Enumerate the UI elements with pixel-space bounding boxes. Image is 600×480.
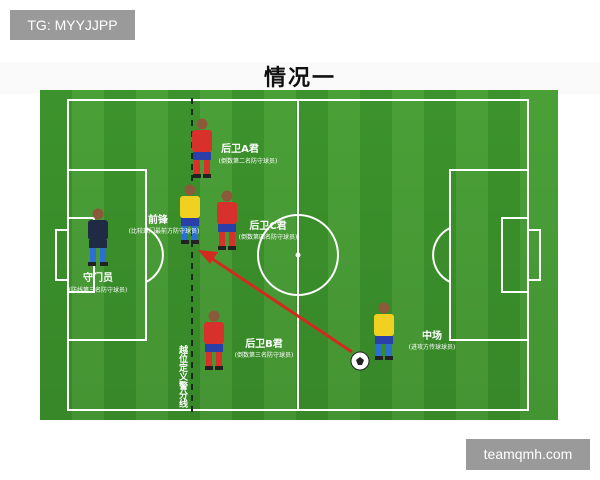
title-band xyxy=(0,62,600,94)
player-back-a xyxy=(192,118,212,178)
goalkeeper-note: (防线第三名防守球员) xyxy=(69,286,128,294)
watermark-bottom: teamqmh.com xyxy=(466,439,590,470)
goalkeeper-label: 守门员 xyxy=(83,271,113,284)
player-back-c xyxy=(217,190,237,250)
back-b-note: (倒数第三名防守球员) xyxy=(235,351,294,359)
offside-line-label: 越位定义警分线 xyxy=(177,344,189,409)
back-a-label: 后卫A君 xyxy=(221,142,259,155)
player-forward xyxy=(180,184,200,244)
player-goalkeeper xyxy=(88,208,108,266)
back-b-label: 后卫B君 xyxy=(245,337,283,350)
pass-arrow xyxy=(198,250,353,354)
back-c-note: (倒数第四名防守球员) xyxy=(239,233,298,241)
center-spot xyxy=(295,252,301,258)
football-pitch: 越位定义警分线 守门员 (防线第三名防守球员) 前锋 (比较球门最前方防守球员) xyxy=(40,90,558,420)
player-back-b xyxy=(204,310,224,370)
football-ball xyxy=(350,351,370,371)
watermark-top: TG: MYYJJPP xyxy=(10,10,135,40)
right-penalty-arc xyxy=(432,227,451,283)
right-goal xyxy=(527,229,541,281)
left-penalty-arc xyxy=(145,227,164,283)
player-midfielder xyxy=(374,302,394,360)
left-goal xyxy=(55,229,69,281)
forward-label: 前锋 xyxy=(148,213,169,226)
center-circle xyxy=(257,214,339,296)
back-a-note: (倒数第二名防守球员) xyxy=(219,157,278,165)
midfielder-note: (进攻方传球球员) xyxy=(409,343,456,351)
forward-note: (比较球门最前方防守球员) xyxy=(129,227,200,235)
midfielder-label: 中场 xyxy=(422,329,442,342)
diagram-title: 情况一 xyxy=(263,66,336,91)
back-c-label: 后卫C君 xyxy=(249,219,286,232)
